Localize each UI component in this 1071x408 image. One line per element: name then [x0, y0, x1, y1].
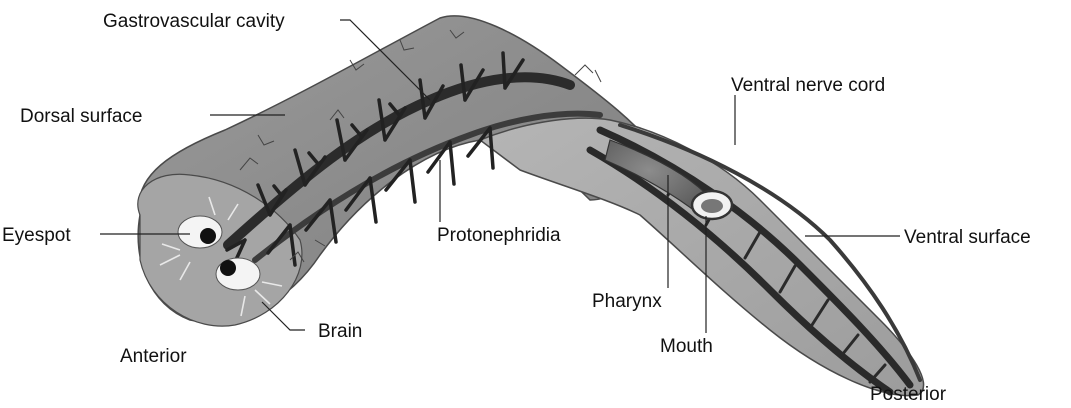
label-brain: Brain: [318, 321, 362, 342]
label-ventral-surface: Ventral surface: [904, 227, 1031, 248]
label-eyespot: Eyespot: [2, 225, 71, 246]
label-dorsal-surface: Dorsal surface: [20, 106, 143, 127]
label-mouth: Mouth: [660, 336, 713, 357]
eyespot-lower: [216, 258, 260, 290]
label-gastrovascular-cavity: Gastrovascular cavity: [103, 11, 285, 32]
mouth: [692, 191, 732, 219]
label-posterior: Posterior: [870, 384, 947, 405]
label-anterior: Anterior: [120, 346, 187, 367]
eyespot-upper: [178, 216, 222, 248]
label-protonephridia: Protonephridia: [437, 225, 561, 246]
label-pharynx: Pharynx: [592, 291, 662, 312]
label-ventral-nerve-cord: Ventral nerve cord: [731, 75, 885, 96]
